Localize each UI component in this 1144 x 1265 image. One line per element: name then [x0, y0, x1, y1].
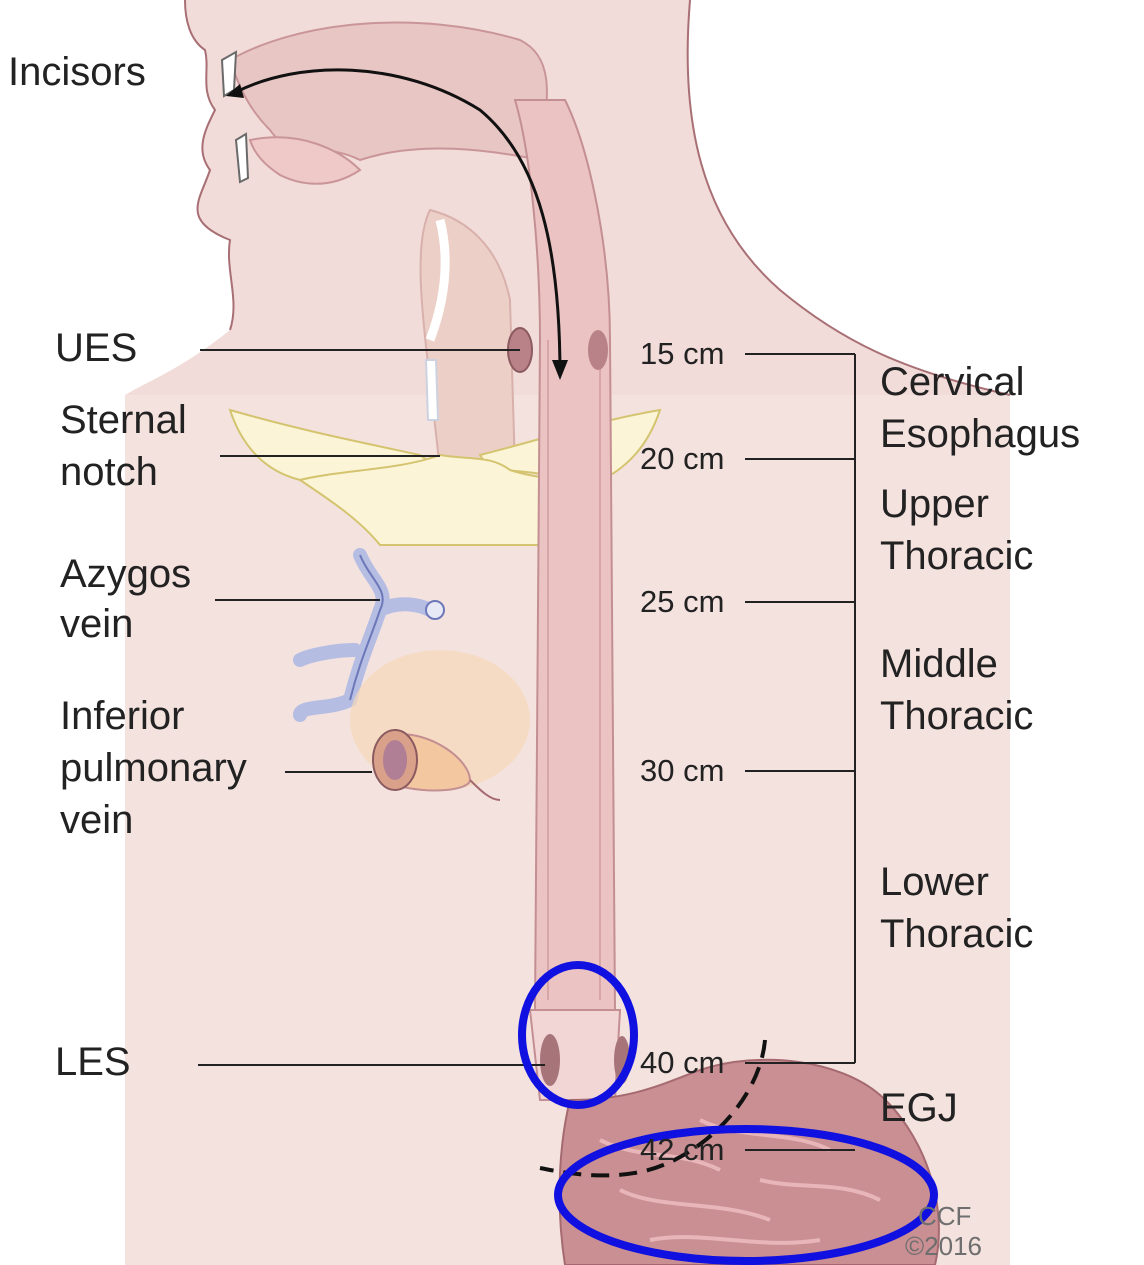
label-incisors: Incisors — [8, 46, 146, 98]
label-sternal-notch-line1: Sternal — [60, 394, 187, 446]
segment-egj: EGJ — [880, 1082, 958, 1134]
segment-middle-line1: Middle — [880, 638, 998, 690]
segment-upper-line1: Upper — [880, 478, 989, 530]
distance-42cm: 42 cm — [640, 1132, 724, 1168]
distance-25cm: 25 cm — [640, 584, 724, 620]
segment-middle-line2: Thoracic — [880, 690, 1033, 742]
les-muscle-left — [540, 1034, 560, 1086]
label-inferior-pulmonary-line3: vein — [60, 794, 133, 846]
segment-upper-line2: Thoracic — [880, 530, 1033, 582]
distance-20cm: 20 cm — [640, 441, 724, 477]
label-ues: UES — [55, 322, 137, 374]
distance-40cm: 40 cm — [640, 1045, 724, 1081]
distance-30cm: 30 cm — [640, 753, 724, 789]
segment-lower-line1: Lower — [880, 856, 989, 908]
azygos-vein-end — [426, 601, 444, 619]
segment-cervical-line2: Esophagus — [880, 408, 1080, 460]
label-sternal-notch-line2: notch — [60, 446, 158, 498]
cartilage-ring — [426, 360, 438, 420]
credit-line2: ©2016 — [905, 1232, 982, 1260]
label-inferior-pulmonary-line1: Inferior — [60, 690, 185, 742]
pulmonary-vein-lumen — [383, 740, 407, 780]
label-azygos-line2: vein — [60, 598, 133, 650]
segment-cervical-line1: Cervical — [880, 356, 1024, 408]
label-les: LES — [55, 1036, 131, 1088]
ues-muscle-right — [588, 330, 608, 370]
segment-lower-line2: Thoracic — [880, 908, 1033, 960]
label-inferior-pulmonary-line2: pulmonary — [60, 742, 247, 794]
label-azygos-line1: Azygos — [60, 548, 191, 600]
distance-15cm: 15 cm — [640, 336, 724, 372]
credit-line1: CCF — [918, 1202, 971, 1230]
